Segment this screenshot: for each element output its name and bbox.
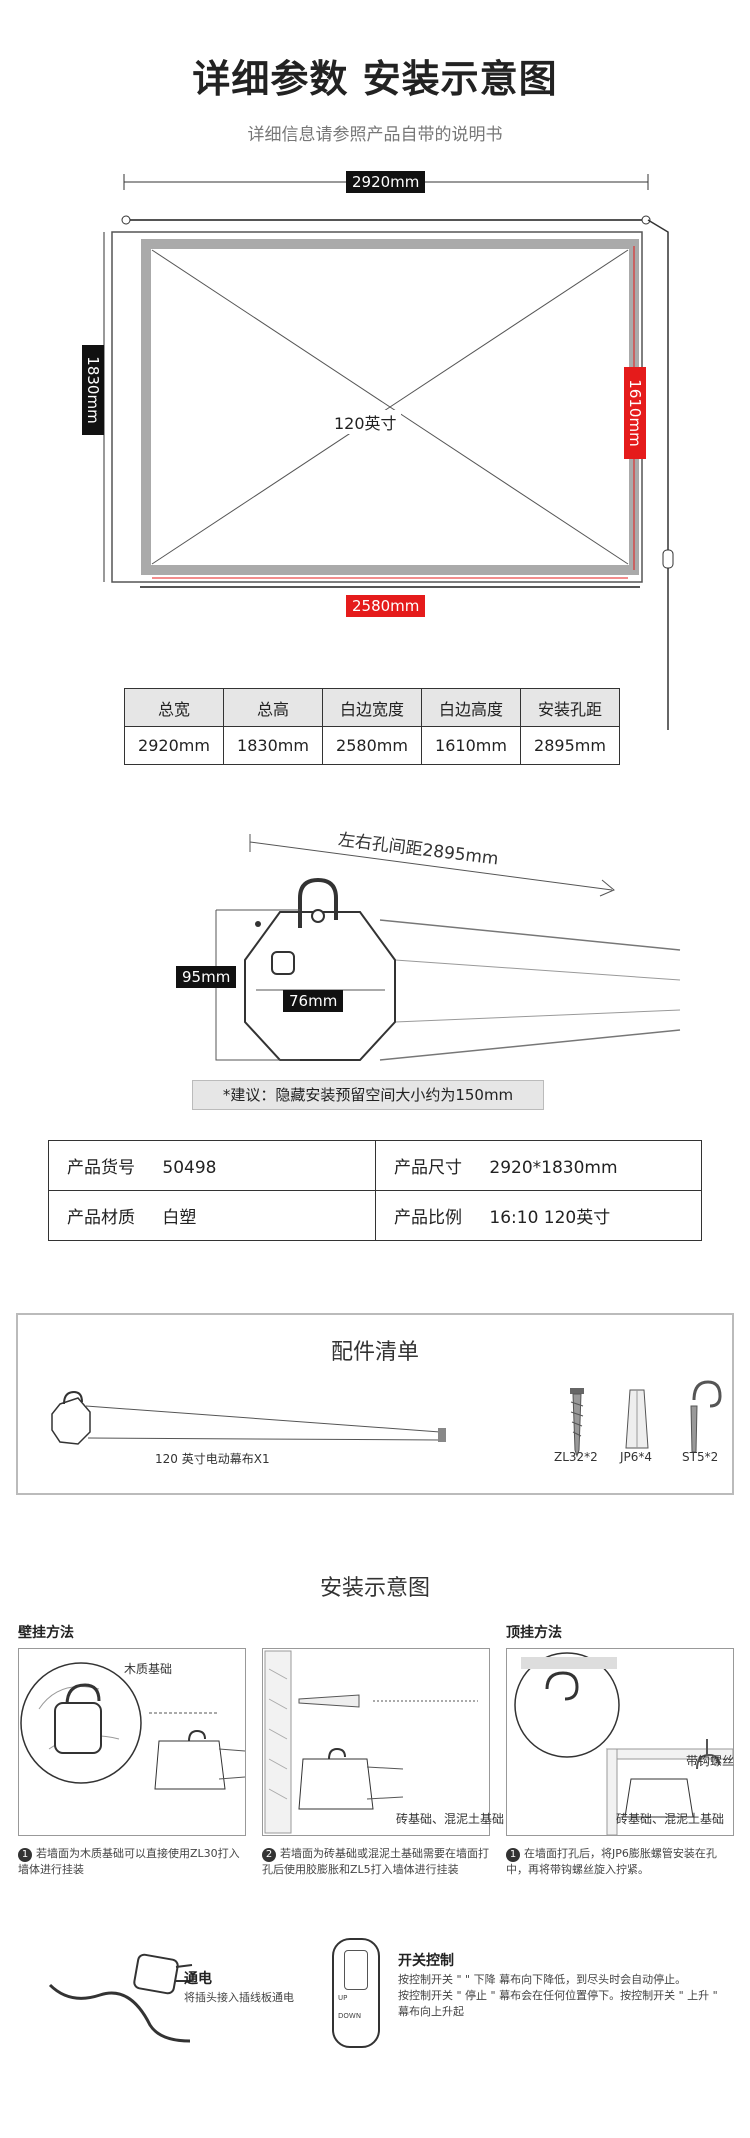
ceiling-base-label: 砖基础、混泥土基础 (616, 1812, 725, 1826)
step-wood-text: 若墙面为木质基础可以直接使用ZL30打入墙体进行挂装 (18, 1847, 240, 1876)
total-height-label-wrap: 1830mm (82, 345, 104, 435)
brick-base-label: 砖基础、混泥土基础 (396, 1812, 505, 1826)
total-width-label: 2920mm (346, 171, 426, 193)
screen-dimension-diagram (103, 174, 674, 730)
white-height-label-wrap: 1610mm (624, 367, 646, 459)
spec-value: 2580mm (322, 726, 422, 765)
step-number: 1 (506, 1848, 520, 1862)
spec-table: 总宽 总高 白边宽度 白边高度 安装孔距 2920mm 1830mm 2580m… (124, 688, 620, 765)
wood-wall-illustration (20, 1662, 246, 1790)
step-number: 1 (18, 1848, 32, 1862)
info-row: 产品材质 白塑 产品比例 16:10 120英寸 (48, 1190, 702, 1241)
ceiling-method-title: 顶挂方法 (506, 1625, 562, 1641)
screen-size-label: 120英寸 (330, 410, 401, 434)
screen-caption: 120 英寸电动幕布X1 (155, 1452, 270, 1466)
accessory-jp: JP6*4 (620, 1450, 653, 1464)
ratio-value: 16:10 120英寸 (489, 1208, 611, 1228)
spec-table-row: 2920mm 1830mm 2580mm 1610mm 2895mm (124, 726, 620, 765)
power-plug-icon (48, 1953, 193, 2043)
spec-value: 1610mm (421, 726, 521, 765)
material-value: 白塑 (162, 1208, 197, 1228)
spec-value: 2920mm (124, 726, 224, 765)
spec-header: 白边宽度 (322, 688, 422, 727)
sku-cell: 产品货号 50498 (48, 1140, 376, 1191)
product-info-table: 产品货号 50498 产品尺寸 2920*1830mm 产品材质 白塑 产品比例… (48, 1140, 702, 1241)
switch-line-1: 按控制开关 " " 下降 幕布向下降低，到尽头时会自动停止。 (398, 1973, 687, 1986)
install-tip: *建议：隐藏安装预留空间大小约为150mm (192, 1080, 544, 1110)
step-brick-text: 若墙面为砖基础或混泥土基础需要在墙面打孔后使用胶膨胀和ZL5打入墙体进行挂装 (262, 1847, 489, 1876)
casing-width-label: 76mm (283, 990, 344, 1012)
size-cell: 产品尺寸 2920*1830mm (375, 1140, 702, 1191)
power-desc: 将插头接入插线板通电 (184, 1991, 294, 2004)
accessories-box (16, 1313, 734, 1495)
switch-button-icon (344, 1950, 368, 1990)
accessory-zl: ZL32*2 (554, 1450, 598, 1464)
accessory-st: ST5*2 (682, 1450, 719, 1464)
install-title: 安装示意图 (319, 1576, 430, 1601)
hook-screw-icon (690, 1380, 722, 1453)
switch-line-2: 按控制开关 " 停止 " 幕布会在任何位置停下。按控制开关 " 上升 " (398, 1989, 718, 2002)
remote-switch-icon: UP DOWN (332, 1938, 380, 2048)
total-height-label: 1830mm (82, 345, 104, 435)
brick-wall-illustration (264, 1650, 478, 1834)
spec-header: 总宽 (124, 688, 224, 727)
spec-header: 安装孔距 (520, 688, 620, 727)
wall-method-title: 壁挂方法 (18, 1625, 74, 1641)
screw-icon (570, 1388, 584, 1458)
page-title: 详细参数 安装示意图 (192, 57, 558, 101)
material-cell: 产品材质 白塑 (48, 1190, 376, 1241)
switch-desc: 按控制开关 " " 下降 幕布向下降低，到尽头时会自动停止。 按控制开关 " 停… (398, 1972, 738, 2020)
switch-line-3: 幕布向上升起 (398, 2005, 464, 2018)
install-panel-ceiling (506, 1648, 734, 1836)
spec-header: 白边高度 (421, 688, 521, 727)
install-panel-brick (262, 1648, 490, 1836)
spec-table-header: 总宽 总高 白边宽度 白边高度 安装孔距 (124, 688, 620, 727)
spec-value: 1830mm (223, 726, 323, 765)
ratio-cell: 产品比例 16:10 120英寸 (375, 1190, 702, 1241)
sku-label: 产品货号 (67, 1158, 135, 1178)
accessories-title: 配件清单 (330, 1340, 419, 1365)
spec-header: 总高 (223, 688, 323, 727)
step-number: 2 (262, 1848, 276, 1862)
accessories-illustration (51, 1380, 722, 1458)
switch-title: 开关控制 (398, 1953, 454, 1969)
size-value: 2920*1830mm (489, 1158, 618, 1178)
size-label: 产品尺寸 (394, 1158, 462, 1178)
step-ceiling-text: 在墙面打孔后，将JP6膨胀螺管安装在孔中，再将带钩螺丝旋入拧紧。 (506, 1847, 717, 1876)
hook-screw-label: 带钩螺丝 (686, 1754, 735, 1768)
info-row: 产品货号 50498 产品尺寸 2920*1830mm (48, 1140, 702, 1191)
ceiling-illustration (514, 1652, 734, 1836)
white-height-label: 1610mm (624, 367, 646, 459)
ratio-label: 产品比例 (394, 1208, 462, 1228)
power-title: 通电 (184, 1971, 212, 1987)
sku-value: 50498 (162, 1158, 217, 1178)
remote-down-label: DOWN (338, 2012, 362, 2020)
anchor-icon (625, 1389, 649, 1449)
casing-diagram (215, 834, 681, 1061)
material-label: 产品材质 (67, 1208, 135, 1228)
install-panel-wood (18, 1648, 246, 1836)
page-subtitle: 详细信息请参照产品自带的说明书 (247, 125, 503, 145)
spec-value: 2895mm (520, 726, 620, 765)
wood-base-label: 木质基础 (124, 1662, 173, 1676)
remote-up-label: UP (338, 1994, 348, 2002)
white-width-label: 2580mm (346, 595, 426, 617)
casing-height-label: 95mm (176, 966, 237, 988)
